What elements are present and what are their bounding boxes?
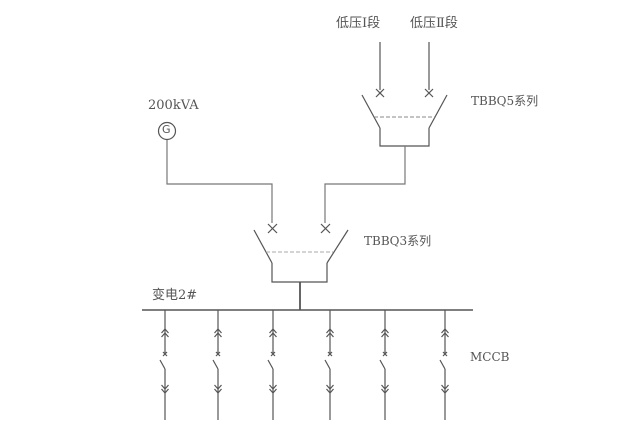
plug-in-connector-down-icon [161,384,169,394]
feeder-circuit [212,310,222,420]
lv-section-2-label: 低压Ⅱ段 [410,16,458,31]
bus-name-label: 变电2# [152,288,198,303]
tbbq5-transfer-switch [361,94,448,147]
breaker-blade [212,359,219,370]
tbbq3-label: TBBQ3系列 [364,234,432,248]
feeder-circuit [267,310,277,420]
tbbq5-output-line [324,146,406,223]
breaker-blade [159,359,166,370]
tbbq5-contact-1-x-icon [375,88,385,98]
generator-line [166,140,273,223]
breaker-blade [379,359,386,370]
breaker-blade [267,359,274,370]
plug-in-connector-down-icon [326,384,334,394]
lv-section-1-label: 低压Ⅰ段 [336,16,381,31]
feeder-circuit [324,310,334,420]
plug-in-connector-up-icon [214,328,222,338]
tbbq3-contact-1-x-icon [267,223,278,234]
breaker-blade [324,359,331,370]
feeder-circuit [439,310,449,420]
tbbq5-label: TBBQ5系列 [471,94,539,108]
feeder-circuit [379,310,389,420]
plug-in-connector-down-icon [269,384,277,394]
generator-circle [157,121,177,141]
generator-rating-label: 200kVA [148,98,199,113]
breaker-trip-x-icon [162,351,168,357]
plug-in-connector-up-icon [326,328,334,338]
plug-in-connector-up-icon [161,328,169,338]
plug-in-connector-down-icon [214,384,222,394]
mccb-label: MCCB [470,350,510,364]
plug-in-connector-down-icon [381,384,389,394]
breaker-blade [439,359,446,370]
feeder-circuit [159,310,169,420]
breaker-trip-x-icon [215,351,221,357]
breaker-trip-x-icon [442,351,448,357]
plug-in-connector-down-icon [441,384,449,394]
tbbq3-transfer-switch [253,229,349,283]
tbbq5-contact-2-x-icon [424,88,434,98]
generator-symbol: G [162,123,171,136]
plug-in-connector-up-icon [381,328,389,338]
plug-in-connector-up-icon [441,328,449,338]
plug-in-connector-up-icon [269,328,277,338]
breaker-trip-x-icon [270,351,276,357]
breaker-trip-x-icon [327,351,333,357]
breaker-trip-x-icon [382,351,388,357]
tbbq3-contact-2-x-icon [320,223,331,234]
